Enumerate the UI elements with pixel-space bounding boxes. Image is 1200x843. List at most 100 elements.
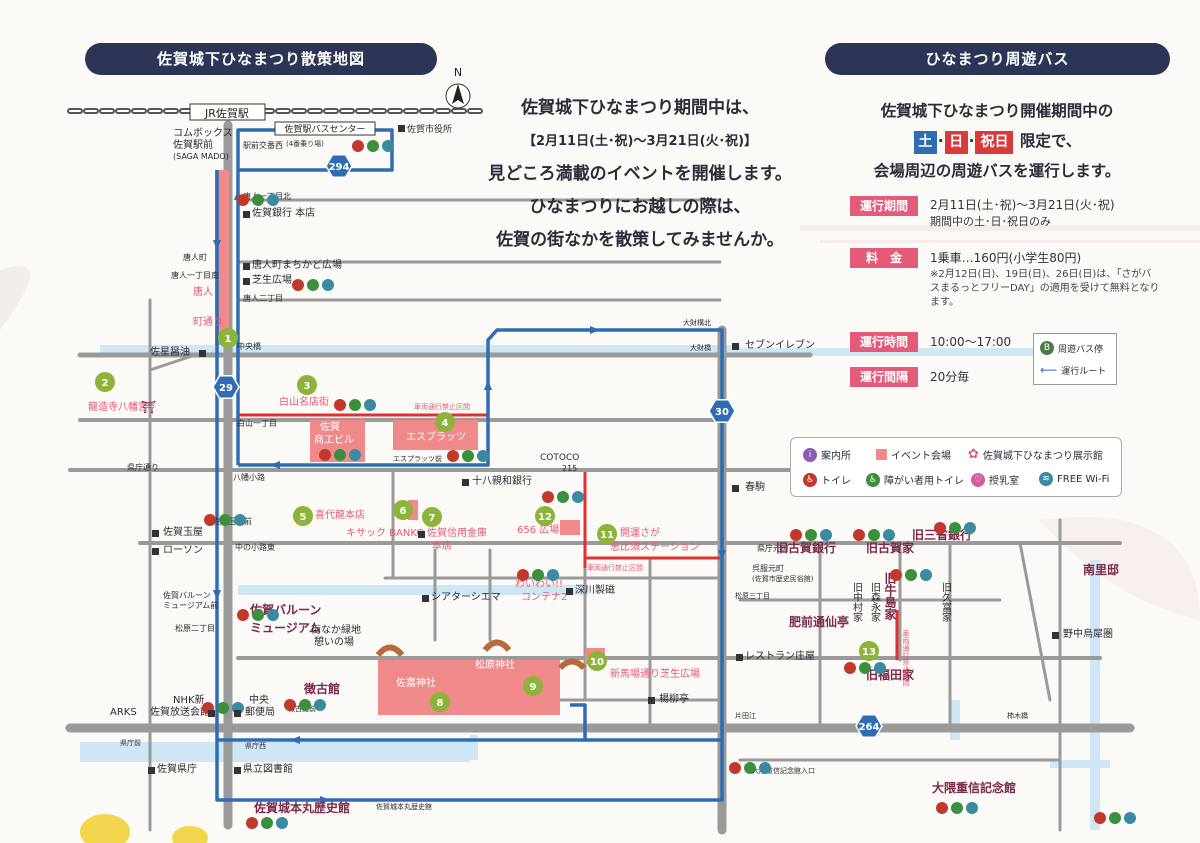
amenity-icon (790, 529, 802, 541)
map-label: 春駒 (745, 481, 765, 493)
map-label: ローソン (163, 545, 203, 556)
amenity-icon (367, 140, 379, 152)
amenity-icon (905, 569, 917, 581)
map-label: 大隈重信記念館入口 (752, 766, 815, 775)
landmark-markers (148, 125, 1059, 774)
amenity-icon (951, 802, 963, 814)
fare-value: 1乗車…160円(小学生80円) (930, 251, 1082, 265)
map-label: 旧古賀家 (866, 540, 915, 555)
route-number-marker (708, 398, 736, 424)
amenity-icon (572, 491, 584, 503)
map-label: 大隈重信記念館 (932, 780, 1016, 795)
map-label: キサック BANKO (346, 527, 424, 539)
amenity-icon (267, 194, 279, 206)
bus-heading: 佐賀城下ひなまつり開催期間中の 土·日·祝日 限定で、 会場周辺の周遊バスを運行… (832, 98, 1162, 184)
fare-note: ※2月12日(日)、19日(日)、26日(日)は、「さがバスまるっとフリーDAY… (930, 269, 1160, 308)
amenity-icon (890, 569, 902, 581)
route-arrow-icon: ⟵ (1040, 363, 1058, 377)
day-sun: 日 (944, 131, 968, 154)
route-number-marker (212, 374, 240, 400)
map-label: 南里邸 (1083, 562, 1119, 577)
map-label: 街なか緑地 (311, 623, 361, 636)
map-label: 柿木橋 (1007, 711, 1028, 720)
map-label: 龍造寺八幡宮 (88, 400, 148, 413)
map-label: 県庁通り (127, 462, 159, 472)
bus-title: ひなまつり周遊バス (825, 43, 1170, 75)
time-value: 10:00～17:00 (930, 335, 1012, 349)
bus-line: 会場周辺の周遊バスを運行します。 (873, 162, 1121, 180)
map-label: NHK新 (173, 693, 205, 706)
map-label: 開運さが (620, 526, 660, 539)
bus-line: 佐賀城下ひなまつり開催期間中の (880, 102, 1114, 120)
map-vertical-label: 車両通行禁止区間 (902, 629, 910, 687)
map-label: 中の小路東 (235, 542, 275, 552)
map-label: 佐賀駅前 (173, 138, 213, 151)
spot-number-marker (597, 524, 617, 544)
amenity-icon (307, 279, 319, 291)
fare-tag: 料 金 (850, 248, 918, 268)
map-label: 唐人一丁目南 (171, 270, 219, 280)
map-label: 本店 (432, 539, 452, 552)
map-label: 駅前交番西 (243, 140, 283, 150)
amenity-icon (219, 514, 231, 526)
amenity-icon (759, 762, 771, 774)
amenity-icon (319, 449, 331, 461)
wifi-icon: ≋ (1039, 472, 1053, 486)
map-label: 佐賀銀行 本店 (252, 206, 315, 219)
bridge-arcs (375, 639, 587, 671)
spot-number: 10 (590, 657, 604, 668)
map-label: 県庁前 (120, 738, 141, 747)
amenity-icon (853, 529, 865, 541)
amenity-icon (352, 140, 364, 152)
map-label: 唐人 (193, 285, 213, 298)
amenity-icon (284, 699, 296, 711)
intro-line: 佐賀の街なかを散策してみませんか。 (496, 230, 784, 250)
map-label: 佐賀城本丸歴史館 (253, 800, 350, 815)
accessible-toilet-icon: ♿ (866, 472, 880, 487)
map-label: 芝生広場 (252, 273, 292, 286)
map-label: 新馬場通り芝生広場 (610, 667, 700, 680)
map-label: コンテナ2 (521, 591, 567, 603)
spot-number: 4 (442, 418, 449, 429)
amenity-icon (217, 702, 229, 714)
map-label: 215 (562, 464, 577, 473)
map-label: 深川製磁 (575, 583, 615, 596)
map-label: 呉服元町 (752, 564, 784, 573)
spot-number: 9 (530, 682, 537, 693)
amenity-icon (936, 802, 948, 814)
svg-text:⛩: ⛩ (141, 400, 156, 414)
amenity-icon (744, 762, 756, 774)
shrine-icons: ⛩ (141, 400, 156, 414)
amenity-icon (382, 140, 394, 152)
amenity-icon (292, 279, 304, 291)
map-label: 松原三丁目 (735, 591, 770, 600)
amenity-icon (349, 399, 361, 411)
map-label: 十八親和銀行 (472, 474, 532, 487)
route-number-marker (855, 713, 883, 739)
spot-number: 1 (225, 334, 232, 345)
station-name: JR佐賀駅 (204, 106, 249, 120)
amenity-icons (202, 140, 1136, 829)
amenity-icon (874, 662, 886, 674)
map-label: 車両通行禁止区間 (587, 563, 643, 572)
compass-label: N (454, 66, 462, 79)
spot-number-marker (297, 375, 317, 395)
amenity-icon (204, 514, 216, 526)
amenity-icon (542, 491, 554, 503)
legend-toilet: トイレ (821, 476, 851, 487)
map-vertical-label: 旧久富家 (940, 582, 952, 622)
hina-icon: ✿ (968, 447, 979, 462)
map-label: 憩いの場 (314, 635, 354, 648)
amenity-icon (246, 817, 258, 829)
intro-line: 佐賀城下ひなまつり期間中は、 (521, 98, 759, 118)
amenity-icon (299, 699, 311, 711)
amenity-icon (1109, 812, 1121, 824)
route-number-marker (325, 153, 353, 179)
map-label: 旧古賀銀行 (776, 540, 836, 555)
spot-number: 6 (400, 506, 407, 517)
amenity-icon (949, 522, 961, 534)
map-label: コムボックス (173, 127, 233, 139)
